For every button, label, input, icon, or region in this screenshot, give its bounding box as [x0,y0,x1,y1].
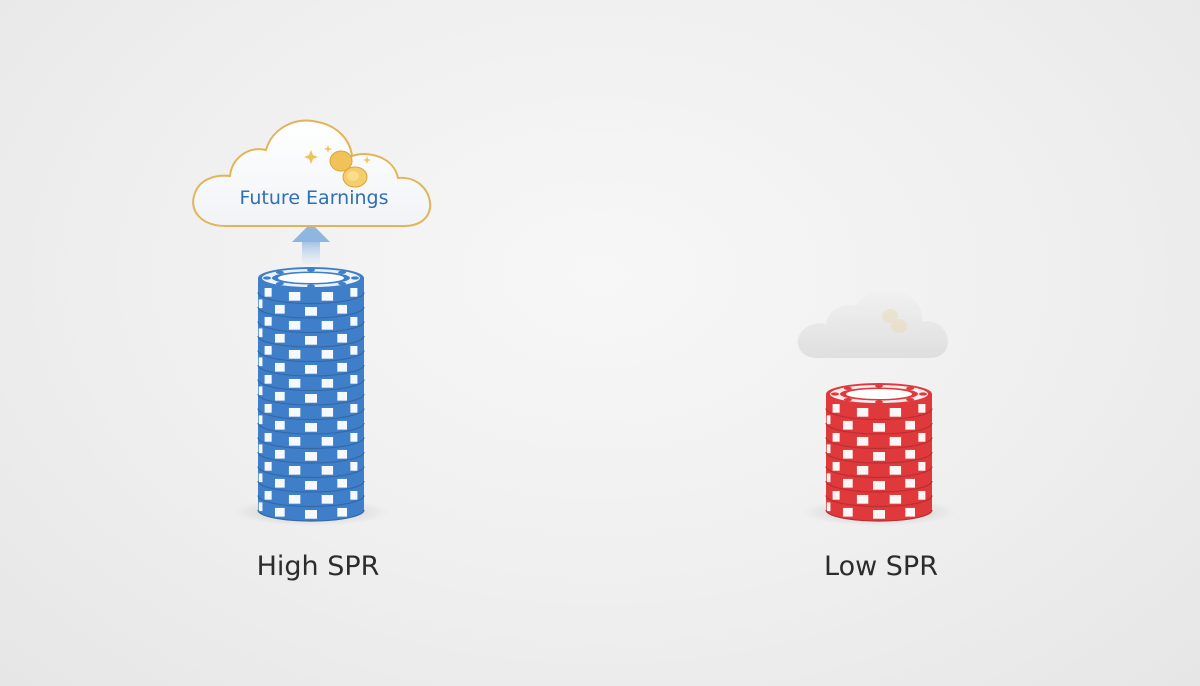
high-spr-label: High SPR [256,551,380,582]
chip-top-face [830,384,928,404]
coins-icon [329,150,368,188]
faded-coins-icon [882,309,907,333]
future-earnings-cloud: Future Earnings [192,119,432,227]
up-arrow-icon [292,223,330,264]
faded-cloud [797,289,948,358]
high-spr-chip-stack [257,267,365,522]
chip-top-face [262,268,360,288]
low-spr-label: Low SPR [824,551,938,582]
future-earnings-text: Future Earnings [240,187,389,209]
low-spr-chip-stack [825,383,933,522]
sparkle-icon [304,145,371,164]
